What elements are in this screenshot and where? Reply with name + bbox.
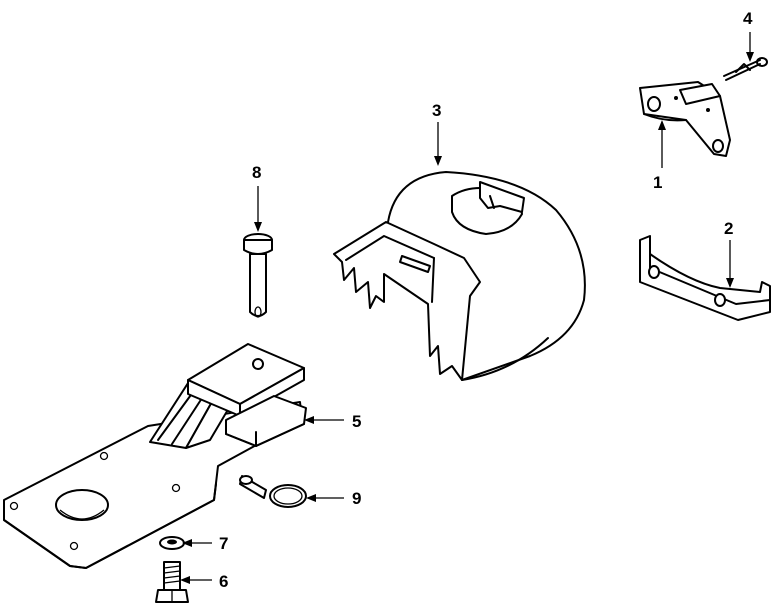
callout-8: 8 — [252, 163, 261, 182]
callout-4: 4 — [743, 9, 753, 28]
callout-2: 2 — [724, 219, 733, 238]
part-3-shield — [333, 122, 586, 381]
part-4-cotter-pin — [723, 32, 768, 81]
callout-7: 7 — [219, 534, 228, 553]
part-8-hitch-pin — [243, 186, 273, 318]
part-5-drawbar — [3, 343, 344, 569]
part-1-upper-bracket — [639, 81, 731, 168]
part-9-lynch-pin — [239, 475, 344, 508]
part-7-washer — [159, 536, 212, 550]
callout-5: 5 — [352, 412, 361, 431]
callout-6: 6 — [219, 572, 228, 591]
callout-1: 1 — [653, 173, 662, 192]
callout-3: 3 — [432, 101, 441, 120]
part-6-bolt — [155, 561, 212, 603]
part-2-lower-bracket — [639, 235, 771, 321]
callout-9: 9 — [352, 489, 361, 508]
